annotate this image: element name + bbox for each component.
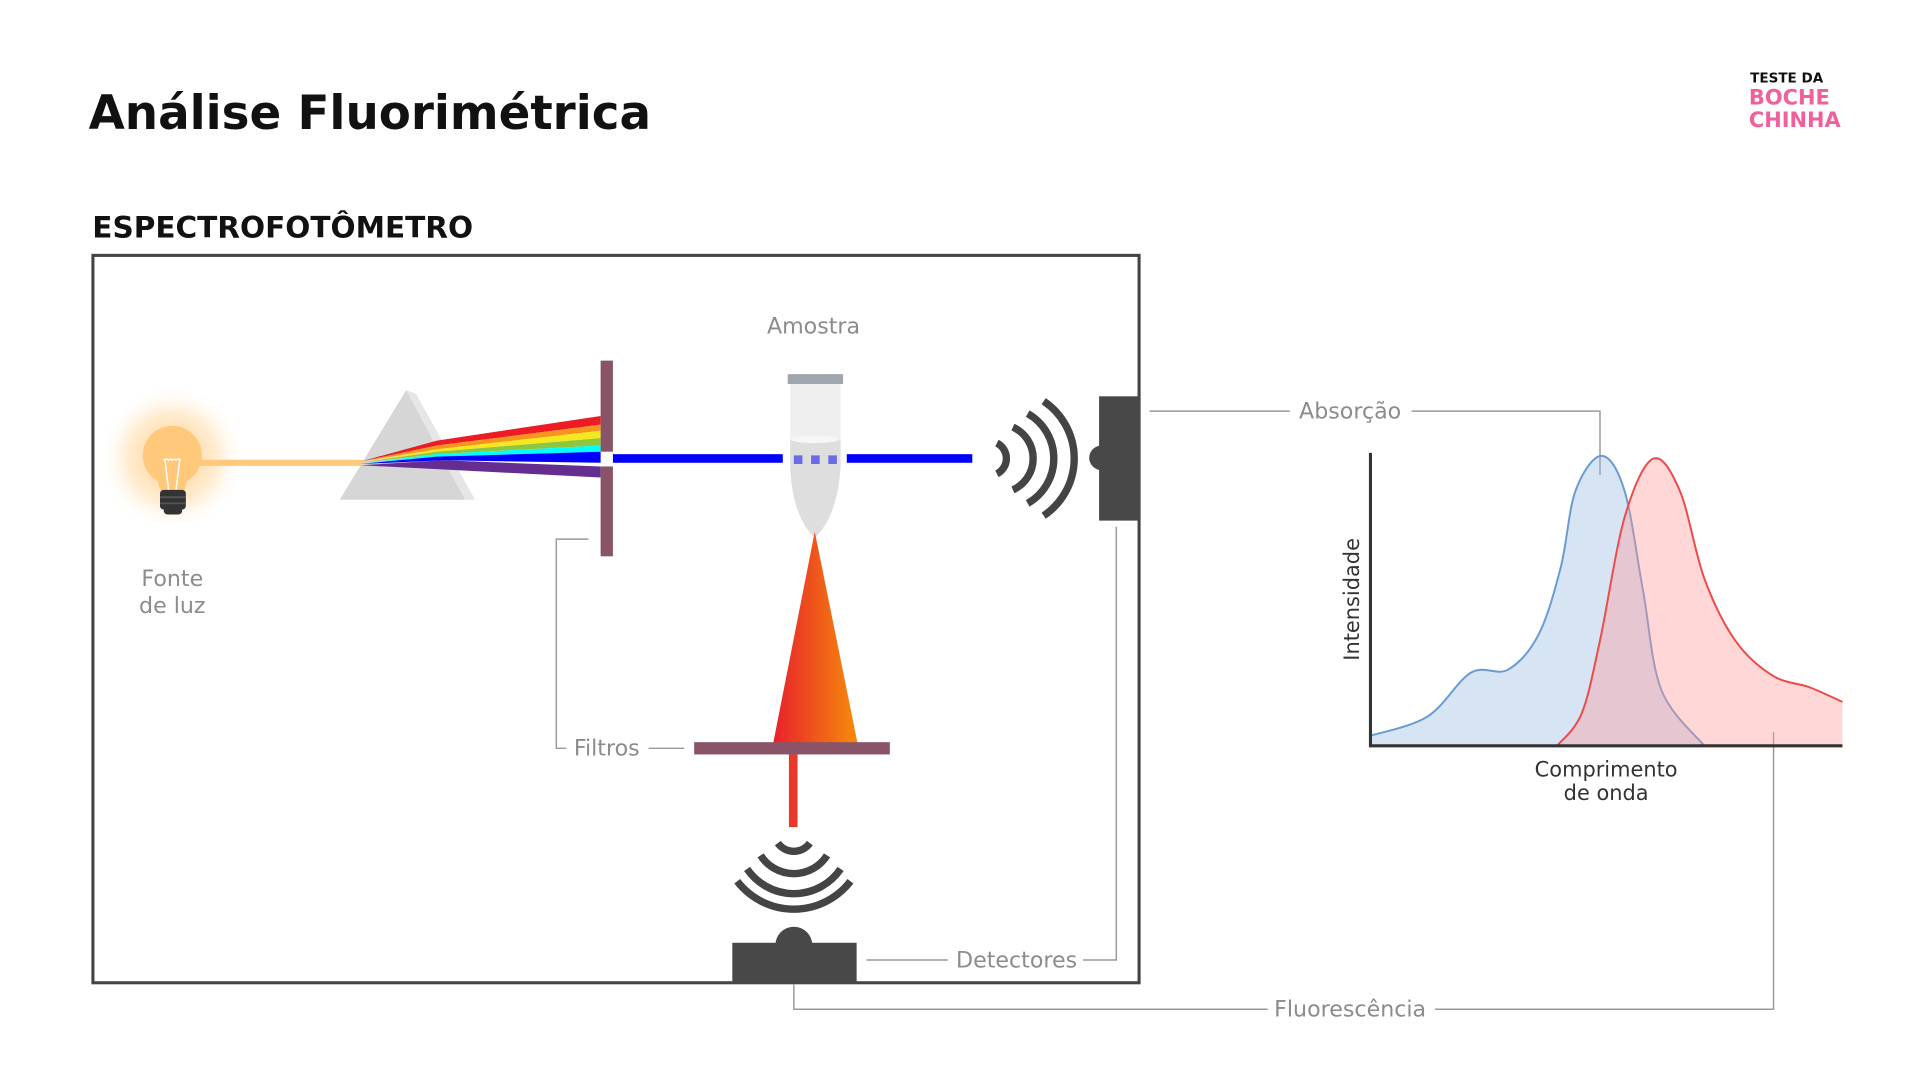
light-bulb-icon (98, 384, 364, 532)
filters-label: Filtros (574, 736, 640, 762)
fluorescence-detector-icon (732, 926, 857, 984)
chart-axes (1368, 452, 1843, 748)
filter-slit-top (600, 360, 613, 452)
sample-tube-icon (787, 374, 844, 538)
page-title: Análise Fluorimétrica (89, 87, 651, 141)
signal-waves-icon (994, 398, 1078, 519)
excitation-beam (612, 454, 783, 463)
logo-line2: BOCHE (1749, 86, 1830, 110)
absorption-label: Absorção (1299, 398, 1401, 424)
filters-connector (555, 538, 685, 750)
logo-line1: TESTE DA (1750, 70, 1824, 86)
logo-line3: CHINHA (1749, 108, 1842, 132)
series-area-fluorescence (1557, 458, 1843, 746)
dispersed-spectrum (360, 416, 601, 478)
x-axis-label: Comprimento (1535, 758, 1678, 782)
y-axis-label: Intensidade (1340, 538, 1364, 661)
fluorescence-connector (793, 732, 1775, 1010)
series-line-absorption (1369, 454, 1706, 747)
emission-filter (694, 742, 890, 755)
spectrophotometer-box (91, 253, 1141, 985)
emission-cone (772, 531, 858, 745)
x-axis-label-2: de onda (1564, 781, 1649, 805)
detectors-label: Detectores (956, 947, 1077, 973)
absorption-detector-icon (1089, 396, 1140, 521)
absorption-connector (1149, 410, 1601, 476)
sample-label: Amostra (767, 314, 860, 340)
filter-slit-bottom (600, 466, 613, 557)
light-source-label: Fonte (141, 566, 203, 592)
spectrum-chart: Intensidade Comprimento de onda (1340, 452, 1843, 805)
fluorescence-label: Fluorescência (1274, 997, 1426, 1023)
light-source-label-2: de luz (139, 593, 206, 619)
logo: TESTE DA BOCHE CHINHA (1749, 70, 1842, 131)
series-line-fluorescence (1556, 457, 1843, 747)
section-title: ESPECTROFOTÔMETRO (92, 209, 473, 245)
emission-beam (788, 754, 798, 828)
signal-waves-bottom-icon (734, 840, 854, 913)
detectors-connector (866, 526, 1118, 961)
transmitted-beam (846, 454, 973, 463)
